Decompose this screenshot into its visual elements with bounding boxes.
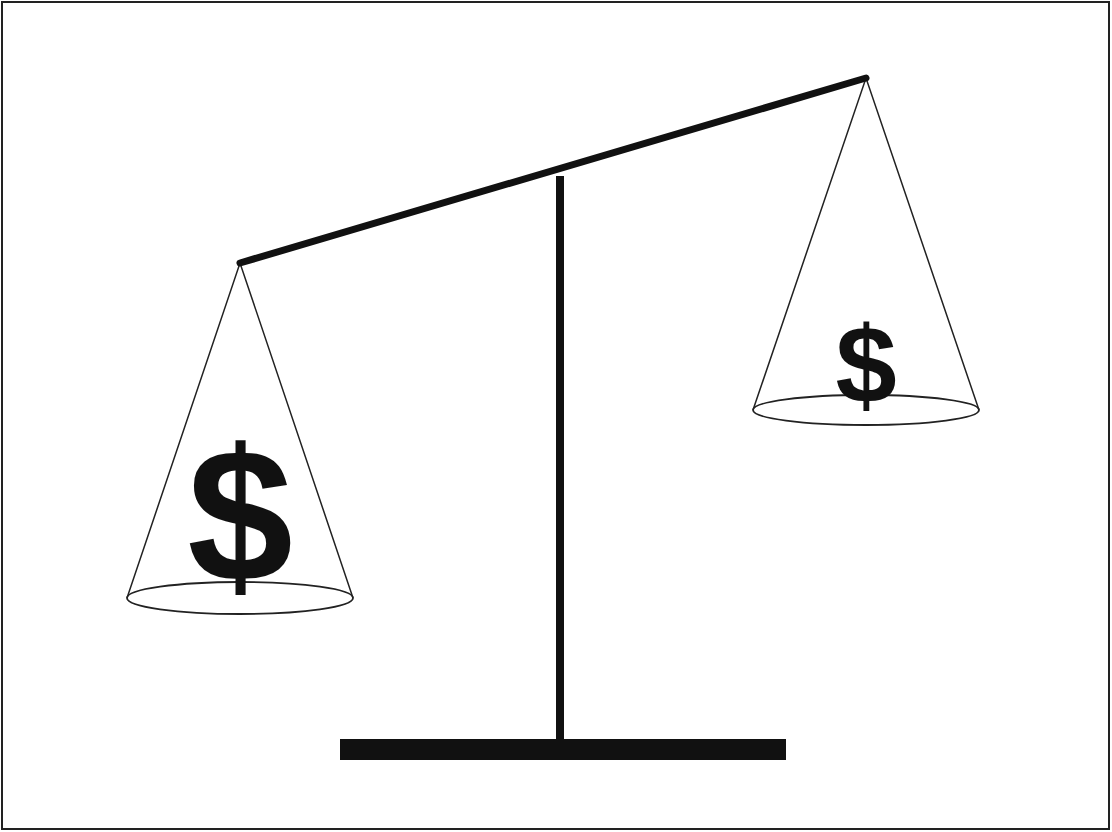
scale-pan: $	[125, 263, 355, 616]
scale-post	[556, 176, 564, 744]
balance-beam	[240, 78, 866, 263]
balance-beam-group	[240, 78, 866, 263]
scale-pan: $	[751, 78, 981, 427]
dollar-sign: $	[751, 310, 981, 420]
scale-base	[340, 739, 786, 760]
dollar-sign: $	[125, 420, 355, 610]
